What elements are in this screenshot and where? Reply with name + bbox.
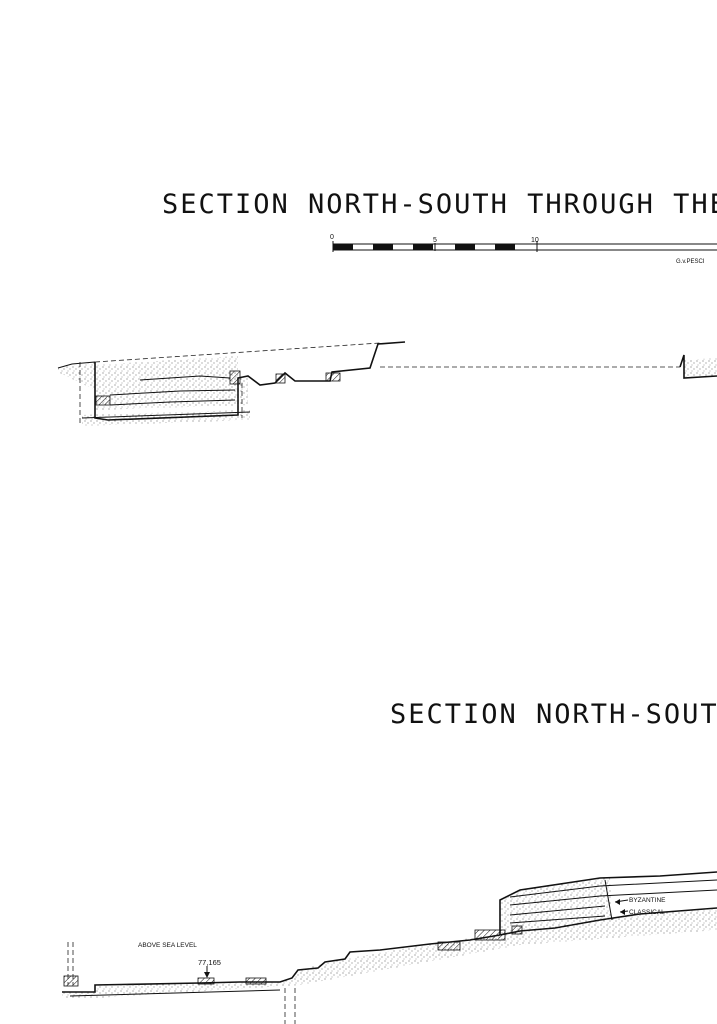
section-1-profile bbox=[57, 341, 717, 426]
section-1: SECTION NORTH-SOUTH THROUGH THE 0 5 10 G… bbox=[57, 189, 717, 426]
section-2-profile: ABOVE SEA LEVEL 77,165 BYZANTINE CLASSIC… bbox=[62, 871, 717, 1024]
scale-bar: 0 5 10 G.v.PESCI bbox=[330, 234, 717, 265]
author-credit: G.v.PESCI bbox=[676, 259, 705, 265]
scale-tick-10: 10 bbox=[531, 237, 539, 244]
label-byzantine: BYZANTINE bbox=[629, 897, 666, 904]
elevation-value: 77,165 bbox=[198, 958, 221, 967]
section-2-title: SECTION NORTH-SOUTH bbox=[390, 699, 717, 730]
section-2: SECTION NORTH-SOUTH bbox=[62, 699, 717, 1024]
scale-tick-0: 0 bbox=[330, 234, 334, 241]
label-classical: CLASSICAL bbox=[629, 909, 665, 916]
section-1-title: SECTION NORTH-SOUTH THROUGH THE bbox=[162, 189, 717, 220]
label-sea-level: ABOVE SEA LEVEL bbox=[138, 942, 197, 949]
scale-tick-5: 5 bbox=[433, 237, 437, 244]
